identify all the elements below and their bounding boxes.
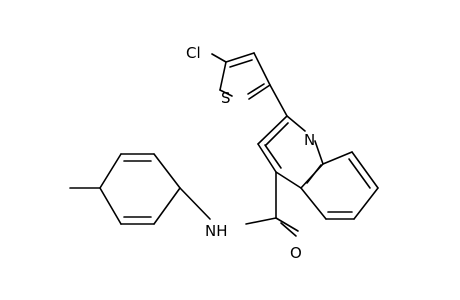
bond (179, 187, 211, 220)
bond (211, 53, 227, 63)
chlorine-label: Cl (186, 44, 201, 62)
bond (300, 187, 327, 220)
bond (269, 84, 288, 117)
pyridine-ring (257, 115, 324, 189)
bond (280, 222, 297, 237)
bond (219, 61, 227, 91)
bond (353, 187, 379, 220)
benzo-ring (300, 151, 379, 220)
bond (225, 52, 255, 63)
sulfur-label: S (221, 89, 231, 107)
bond (153, 153, 181, 189)
bond (248, 84, 271, 100)
amide-nh-label: NH (205, 222, 228, 240)
bond (99, 187, 122, 225)
bond (99, 153, 122, 189)
bond (322, 151, 353, 165)
bond (351, 151, 379, 189)
bond (348, 158, 371, 189)
bond (275, 217, 299, 232)
nitrogen-label: N (304, 131, 315, 149)
bond (245, 217, 277, 225)
bond (264, 144, 282, 169)
bond (257, 115, 288, 145)
bond (265, 122, 289, 146)
bond (314, 140, 324, 165)
bond (229, 59, 253, 68)
oxygen-label: O (290, 244, 302, 262)
bond (286, 115, 306, 132)
bond (275, 171, 302, 189)
bond (257, 143, 277, 173)
amide-group (245, 171, 299, 237)
bond (253, 52, 271, 86)
bond (219, 89, 233, 97)
bond (153, 187, 181, 225)
tolyl-ring (99, 153, 181, 225)
bond (247, 83, 265, 95)
thiophene-ring (211, 52, 271, 100)
bond (306, 164, 322, 184)
